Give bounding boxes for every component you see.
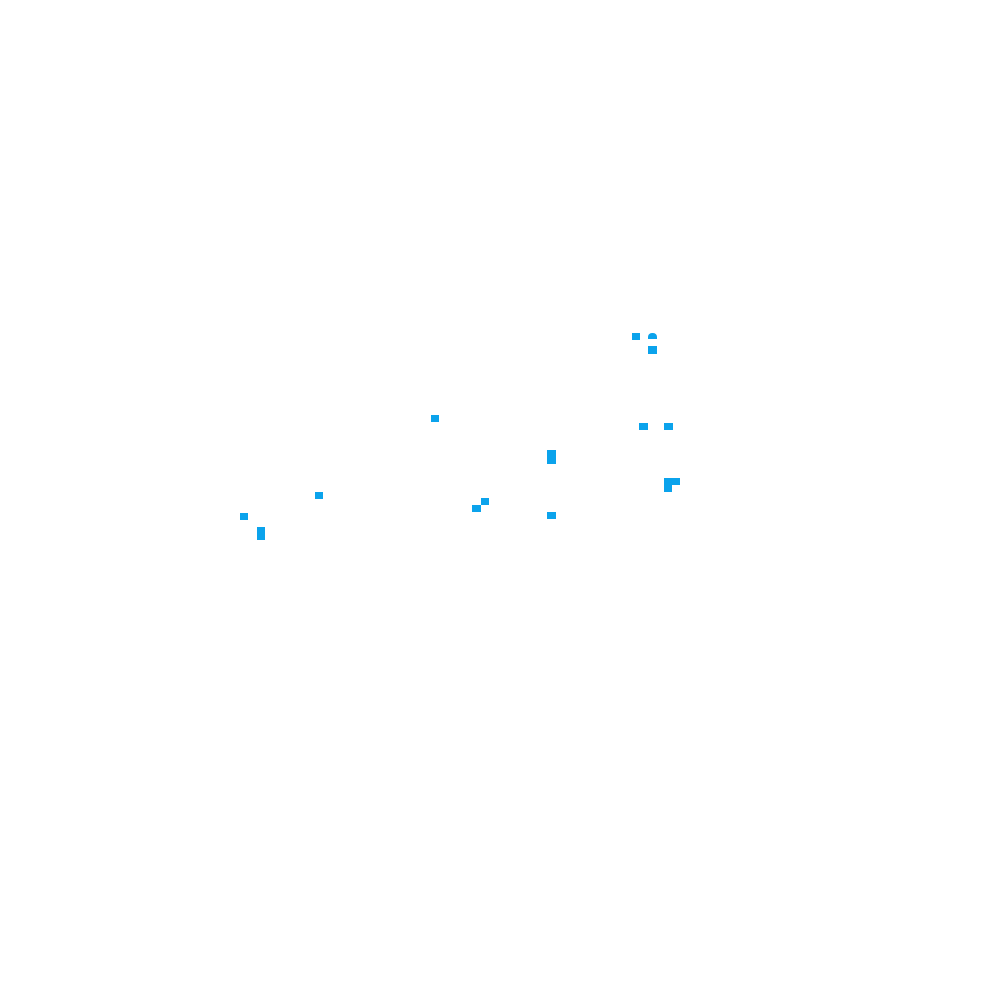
blue-dot: [547, 512, 556, 519]
blue-dot: [664, 478, 672, 492]
blue-dot: [648, 333, 657, 339]
blue-dot: [648, 346, 657, 354]
blue-dot: [472, 505, 481, 512]
blue-dot: [664, 423, 673, 430]
blue-dot: [257, 527, 265, 540]
blue-dot: [547, 450, 556, 464]
blue-dot: [315, 492, 323, 499]
blue-dot: [632, 333, 640, 340]
blue-dot: [240, 513, 248, 520]
blue-dot: [639, 423, 648, 430]
blue-dot: [431, 415, 439, 422]
blue-dot: [664, 478, 680, 485]
blue-dot: [481, 498, 489, 505]
